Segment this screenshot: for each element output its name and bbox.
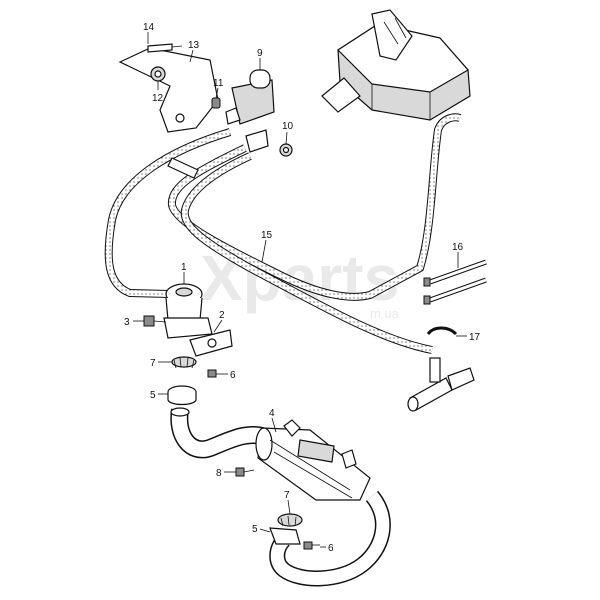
nut-12 <box>150 66 166 82</box>
callout-15: 15 <box>261 230 273 241</box>
callout-12: 12 <box>152 93 164 104</box>
bolt-6-upper <box>207 369 217 378</box>
callout-13: 13 <box>188 40 200 51</box>
callout-10: 10 <box>282 121 294 132</box>
egr-valve-1 <box>163 283 213 339</box>
callout-7-upper: 7 <box>150 358 156 369</box>
callout-4: 4 <box>269 408 275 419</box>
air-filter-housing <box>321 9 471 121</box>
egr-pipe-lower <box>269 490 391 587</box>
callout-5-lower: 5 <box>252 524 258 535</box>
gasket-2 <box>189 329 233 357</box>
callout-5-upper: 5 <box>150 390 156 401</box>
leader-lines <box>133 32 467 548</box>
clamp-5-lower <box>269 527 301 545</box>
callout-14: 14 <box>143 22 155 33</box>
bolt-6-lower <box>303 541 320 550</box>
callout-9: 9 <box>257 48 263 59</box>
vacuum-hoses <box>104 113 462 354</box>
egr-cooler-4 <box>255 419 371 501</box>
callouts: 14 13 9 11 12 10 15 16 1 3 2 17 7 6 5 4 … <box>124 22 481 554</box>
clip-17 <box>426 326 458 336</box>
hoses-16 <box>423 259 487 305</box>
callout-11: 11 <box>213 78 224 89</box>
callout-17: 17 <box>469 332 481 343</box>
plug-11 <box>211 97 221 109</box>
valve-9 <box>225 69 275 153</box>
bolt-14 <box>147 43 183 53</box>
callout-6-lower: 6 <box>328 543 334 554</box>
seal-7-lower <box>277 513 303 527</box>
callout-3: 3 <box>124 317 130 328</box>
watermark-domain: m.ua <box>370 306 400 321</box>
clamp-5-upper <box>167 385 197 406</box>
callout-16: 16 <box>452 242 464 253</box>
callout-2: 2 <box>219 310 225 321</box>
callout-1: 1 <box>181 262 187 273</box>
bracket-13 <box>118 47 219 133</box>
callout-7-lower: 7 <box>284 490 290 501</box>
bolt-8 <box>235 467 255 477</box>
bolt-3 <box>143 315 167 327</box>
nut-10 <box>279 143 293 157</box>
callout-8: 8 <box>216 468 222 479</box>
callout-6-upper: 6 <box>230 370 236 381</box>
egr-pipe <box>170 407 265 459</box>
t-fitting <box>407 357 475 412</box>
seal-7-upper <box>171 356 197 369</box>
